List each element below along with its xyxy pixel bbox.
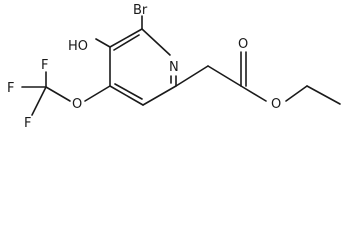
- bond-c6-ch2: [175, 65, 209, 87]
- bond-c2-c3: [109, 28, 143, 48]
- bond-carbonyl-c-ester-o: [240, 85, 267, 102]
- atom-nitrogen: N: [169, 60, 179, 75]
- bond-cf3-f-bottom: [31, 86, 47, 116]
- bond-c4-o: [84, 85, 111, 102]
- atom-fluorine-2: F: [7, 81, 14, 96]
- bond-c4-c5-inner: [114, 83, 143, 100]
- structure-diagram: Br HO N F F F O O O: [7, 3, 341, 131]
- bond-o-cf3: [45, 86, 71, 102]
- atom-ester-oxygen: O: [271, 97, 281, 112]
- atom-ether-oxygen: O: [72, 97, 82, 112]
- bond-c4-c5: [109, 85, 144, 106]
- bond-c2-c3-inner: [113, 34, 140, 51]
- atom-hydroxyl: HO: [68, 39, 88, 54]
- bond-ch2-carbonyl-c: [207, 65, 242, 87]
- atom-fluorine-1: F: [41, 58, 48, 73]
- atom-fluorine-3: F: [24, 116, 31, 131]
- bond-c3-oh: [95, 38, 111, 48]
- atom-carbonyl-oxygen: O: [238, 37, 248, 52]
- bond-ester-o-ch2: [285, 85, 308, 102]
- bond-ch2-ch3: [306, 85, 341, 105]
- bond-c5-c6: [142, 85, 177, 106]
- molecule-drawing: Br HO N F F F O O O: [7, 3, 341, 131]
- pyridine-ring: [109, 28, 177, 106]
- atom-bromine: Br: [133, 3, 148, 18]
- bond-n1-c2: [141, 28, 171, 56]
